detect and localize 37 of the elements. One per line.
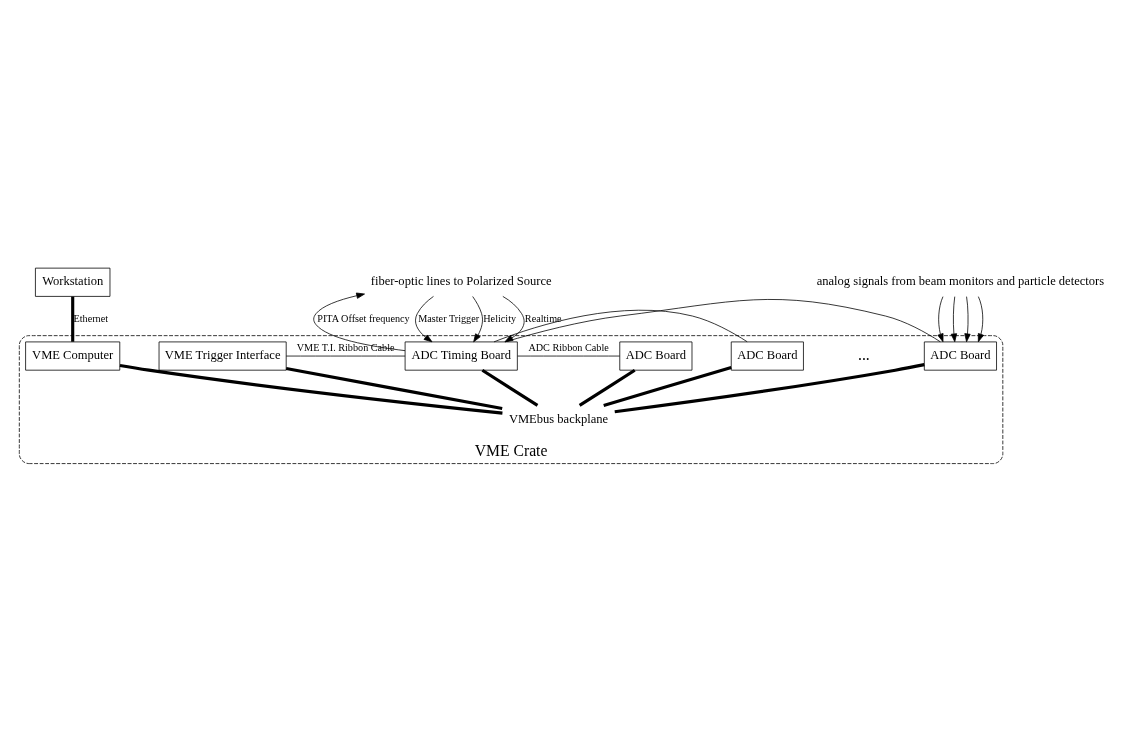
- connector: [285, 367, 503, 410]
- node-box: Workstation: [35, 267, 111, 297]
- arrow: [313, 292, 406, 352]
- arrow: [937, 296, 944, 343]
- edge-label: Realtime: [524, 312, 562, 324]
- node-box: VME Computer: [25, 341, 121, 371]
- connector: [504, 299, 941, 343]
- node-box: ADC Timing Board: [404, 341, 518, 371]
- connector: [493, 309, 748, 343]
- arrow: [472, 296, 483, 343]
- edge-label: Master Trigger: [418, 312, 480, 324]
- node-text: VMEbus backplane: [508, 411, 609, 426]
- edge-label: PITA Offset frequency: [317, 312, 410, 324]
- connector: [517, 355, 621, 357]
- node-box: ADC Board: [619, 341, 693, 371]
- edge-label: Ethernet: [73, 312, 109, 324]
- arrow: [977, 296, 984, 343]
- connector: [603, 366, 732, 407]
- node-box: ADC Board: [730, 341, 804, 371]
- connector: [71, 296, 75, 342]
- connector: [578, 368, 636, 407]
- connector: [285, 355, 406, 357]
- arrow: [950, 296, 958, 343]
- arrow: [415, 296, 434, 343]
- edge-label: VME T.I. Ribbon Cable: [296, 341, 395, 353]
- arrow: [502, 296, 525, 343]
- node-text: analog signals from beam monitors and particle detectors: [816, 274, 1105, 289]
- connector: [119, 364, 503, 415]
- node-box: ADC Board: [923, 341, 997, 371]
- edge-label: Helicity: [483, 312, 517, 324]
- connector: [614, 363, 925, 414]
- connector: [481, 368, 539, 407]
- node-text: fiber-optic lines to Polarized Source: [370, 274, 552, 289]
- label: ...: [858, 345, 870, 363]
- edge-label: ADC Ribbon Cable: [528, 341, 609, 353]
- arrow: [964, 296, 971, 343]
- node-box: VME Trigger Interface: [158, 341, 287, 371]
